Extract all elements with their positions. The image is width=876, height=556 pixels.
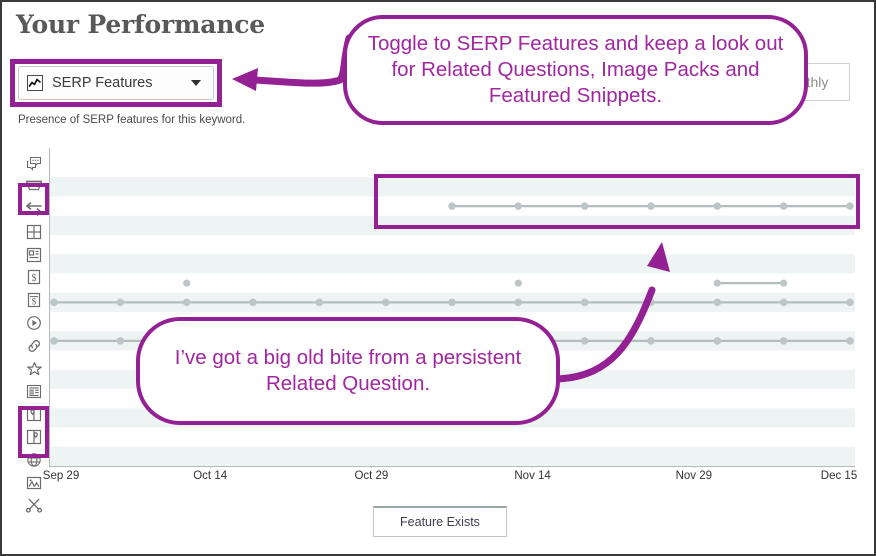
serp-feature-icon-rail: $ $ bbox=[20, 152, 48, 517]
line-chart-icon bbox=[27, 75, 43, 91]
chart-band bbox=[49, 446, 855, 466]
image-globe-icon[interactable] bbox=[21, 448, 47, 471]
related-questions-chat-icon[interactable] bbox=[21, 152, 47, 175]
page-title: Your Performance bbox=[16, 10, 265, 39]
callout-top-text: Toggle to SERP Features and keep a look … bbox=[367, 32, 784, 107]
series-related-questions-arrows-icon bbox=[448, 202, 854, 210]
x-tick-label: Nov 14 bbox=[514, 470, 551, 482]
chevron-down-icon bbox=[191, 80, 201, 86]
news-article-icon[interactable] bbox=[21, 380, 47, 403]
chart-caption: Presence of SERP features for this keywo… bbox=[18, 114, 246, 126]
review-star-icon[interactable] bbox=[21, 357, 47, 380]
x-axis-labels: Sep 29 Oct 14 Oct 29 Nov 14 Nov 29 Dec 15 bbox=[2, 470, 874, 488]
x-tick-label: Dec 15 bbox=[820, 470, 858, 482]
x-tick-label: Oct 14 bbox=[193, 470, 228, 482]
metric-select-value: SERP Features bbox=[52, 75, 153, 91]
callout-related-question: I’ve got a big old bite from a persisten… bbox=[136, 317, 560, 425]
chart-band bbox=[49, 215, 855, 235]
chart-band bbox=[49, 254, 855, 274]
svg-text:$: $ bbox=[32, 273, 37, 284]
legend-item-feature-exists[interactable]: Feature Exists bbox=[373, 506, 507, 537]
chart-legend: Feature Exists bbox=[2, 506, 874, 537]
callout-toggle-serp-features: Toggle to SERP Features and keep a look … bbox=[343, 15, 808, 125]
featured-snippet-scissors-icon[interactable] bbox=[21, 494, 47, 517]
link-chain-icon[interactable] bbox=[21, 334, 47, 357]
related-questions-arrows-icon[interactable] bbox=[21, 198, 47, 221]
shopping-dollar-icon[interactable]: $ bbox=[21, 289, 47, 312]
adwords-top-icon[interactable] bbox=[21, 175, 47, 198]
video-play-icon[interactable] bbox=[21, 312, 47, 335]
local-teaser-map-icon[interactable] bbox=[21, 426, 47, 449]
metric-select[interactable]: SERP Features bbox=[18, 66, 214, 100]
chart-band bbox=[49, 177, 855, 197]
svg-text:$: $ bbox=[32, 297, 37, 307]
local-pack-map-icon[interactable] bbox=[21, 403, 47, 426]
adwords-bottom-dollar-icon[interactable]: $ bbox=[21, 266, 47, 289]
x-tick-label: Sep 29 bbox=[42, 470, 80, 482]
callout-bottom-text: I’ve got a big old bite from a persisten… bbox=[174, 346, 522, 395]
x-tick-label: Nov 29 bbox=[675, 470, 713, 482]
knowledge-panel-icon[interactable] bbox=[21, 243, 47, 266]
x-tick-label: Oct 29 bbox=[354, 470, 389, 482]
image-pack-grid-icon[interactable] bbox=[21, 220, 47, 243]
image-photo-icon[interactable] bbox=[21, 471, 47, 494]
